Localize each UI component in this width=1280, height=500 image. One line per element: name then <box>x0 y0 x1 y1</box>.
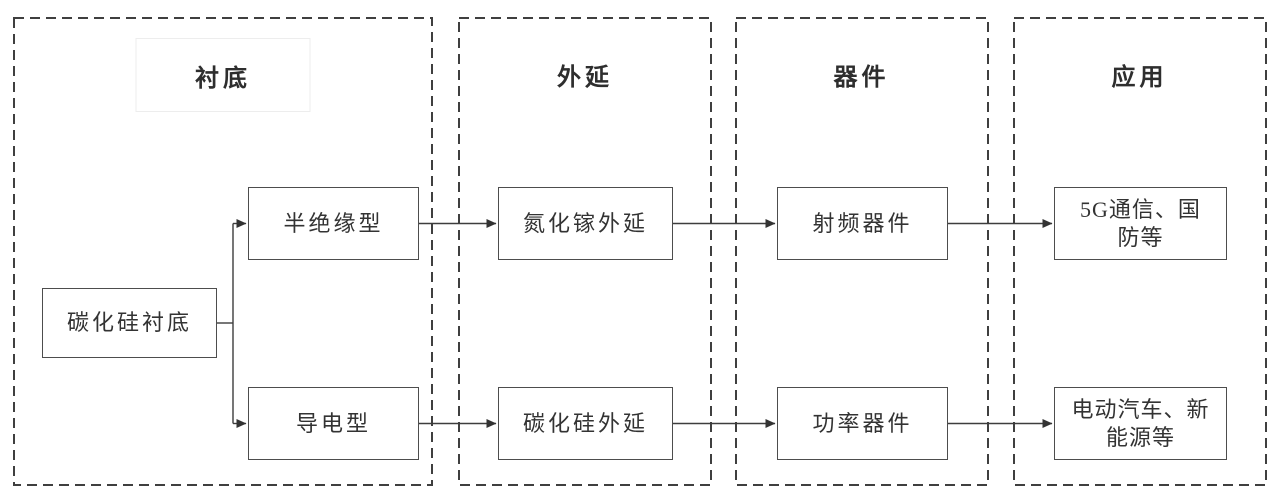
column-title-applications: 应用 <box>1111 64 1168 91</box>
node-conductive: 导电型 <box>248 387 419 460</box>
node-label: 碳化硅外延 <box>522 410 648 436</box>
node-sic-substrate: 碳化硅衬底 <box>42 288 217 358</box>
node-label-line: 能源等 <box>1105 424 1175 450</box>
node-label: 半绝缘型 <box>283 210 384 236</box>
column-title-devices: 器件 <box>833 64 890 91</box>
node-rf-devices: 射频器件 <box>777 187 948 260</box>
node-app-5g-defense: 5G通信、国 防等 <box>1054 187 1227 260</box>
node-label: 碳化硅衬底 <box>66 310 192 336</box>
node-label-line: 5G通信、国 <box>1080 197 1201 222</box>
node-power-devices: 功率器件 <box>777 387 948 460</box>
column-title-substrate: 衬底 <box>135 38 311 112</box>
node-label-line: 电动汽车、新 <box>1071 397 1210 422</box>
node-semi-insulating: 半绝缘型 <box>248 187 419 260</box>
node-label: 导电型 <box>295 410 371 436</box>
node-gan-epitaxy: 氮化镓外延 <box>498 187 673 260</box>
node-label-line: 防等 <box>1117 224 1164 250</box>
node-label: 氮化镓外延 <box>522 210 648 236</box>
node-sic-epitaxy: 碳化硅外延 <box>498 387 673 460</box>
node-label: 功率器件 <box>812 410 913 436</box>
column-title-epitaxy: 外延 <box>557 64 613 91</box>
node-label: 射频器件 <box>812 210 913 236</box>
node-app-ev-energy: 电动汽车、新 能源等 <box>1054 387 1227 460</box>
